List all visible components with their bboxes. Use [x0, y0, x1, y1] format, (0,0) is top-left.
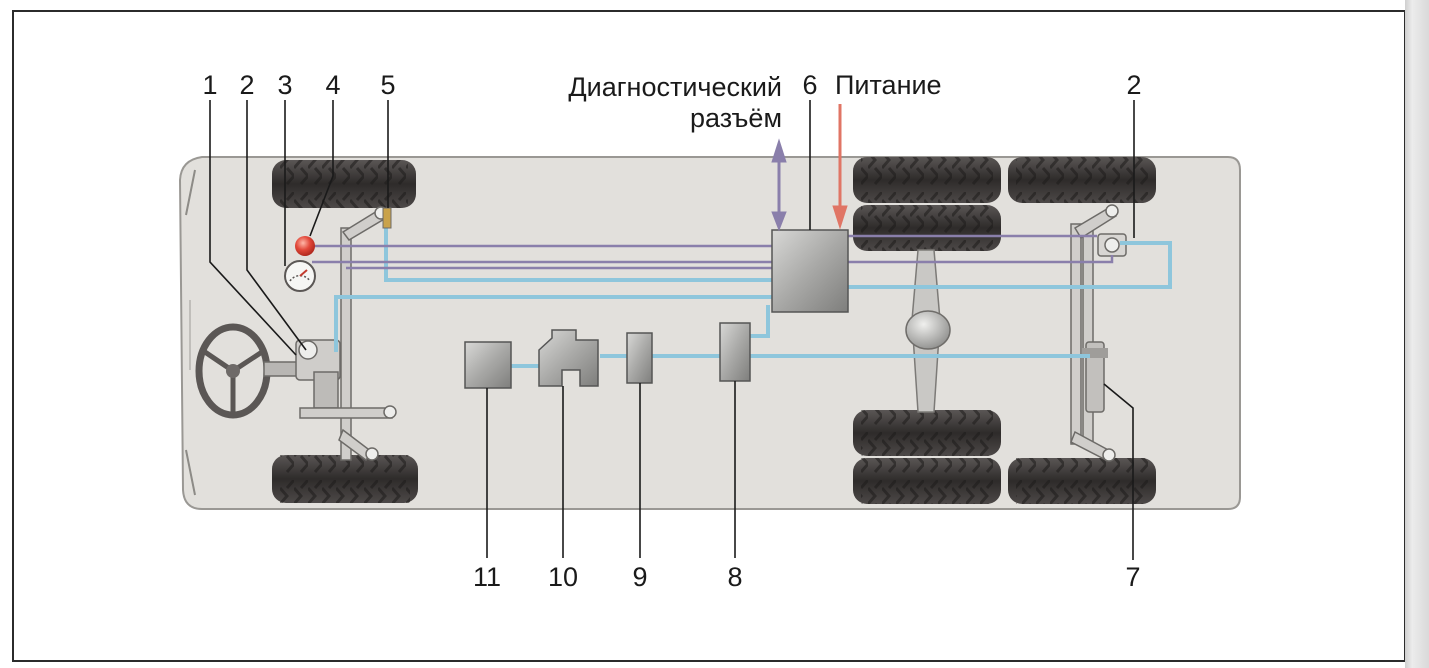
control-unit: [771, 229, 849, 313]
leader-lines: [209, 100, 1135, 560]
tire-front-right: [272, 455, 418, 503]
rear-sensor: [1097, 233, 1127, 257]
diagnostic-connector-label: Диагностический разъём: [520, 72, 782, 134]
tire-mid-right-inner: [853, 410, 1001, 456]
rear-linkage: [1070, 204, 1119, 462]
component-9: [626, 332, 653, 384]
tire-mid-left-outer: [853, 157, 1001, 203]
label-9: 9: [632, 562, 648, 592]
label-1: 1: [202, 70, 218, 100]
diagnostic-arrow: [771, 138, 787, 232]
label-5: 5: [380, 70, 396, 100]
power-label: Питание: [835, 70, 942, 100]
component-10-pump: [538, 329, 599, 387]
power-arrow: [832, 104, 848, 230]
hydraulic-lines: [334, 213, 1172, 368]
component-8: [719, 322, 751, 382]
sensor-5: [382, 207, 392, 229]
drive-axle: [905, 249, 951, 413]
label-8: 8: [727, 562, 743, 592]
label-6: 6: [802, 70, 818, 100]
steering-gear: [263, 339, 341, 409]
warning-lamp: [295, 236, 315, 256]
rear-cylinder: [1082, 341, 1108, 413]
label-2-rear: 2: [1126, 70, 1142, 100]
pressure-gauge: [284, 260, 316, 292]
label-2: 2: [239, 70, 255, 100]
diagnostic-connector-line1: Диагностический: [568, 72, 782, 102]
tire-front-left: [272, 160, 416, 208]
diagnostic-connector-line2: разъём: [690, 103, 782, 133]
component-11: [464, 341, 512, 389]
label-11: 11: [472, 562, 502, 592]
label-10: 10: [547, 562, 579, 592]
tire-rear-right: [1008, 458, 1156, 504]
label-3: 3: [277, 70, 293, 100]
label-4: 4: [325, 70, 341, 100]
page-edge: [1405, 0, 1429, 668]
tire-rear-left: [1008, 157, 1156, 203]
tire-mid-left-inner: [853, 205, 1001, 251]
control-wires: [312, 234, 1114, 270]
label-7: 7: [1125, 562, 1141, 592]
tire-mid-right-outer: [853, 458, 1001, 504]
